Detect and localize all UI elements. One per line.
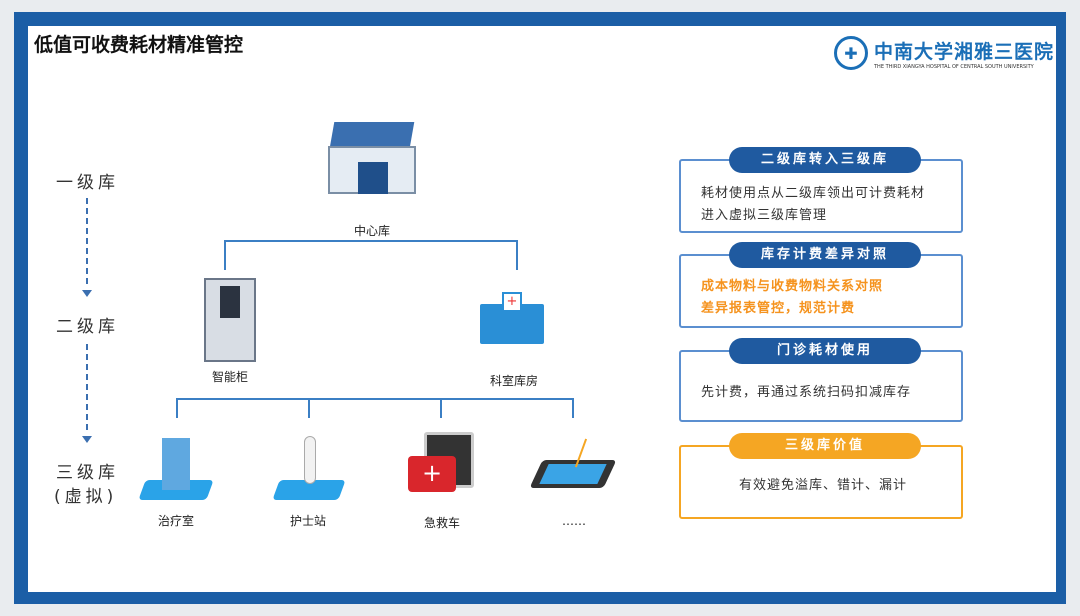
treatment-room-icon: [138, 436, 214, 502]
logo-en: THE THIRD XIANGYA HOSPITAL OF CENTRAL SO…: [874, 63, 1034, 70]
card-diff: 库存计费差异对照 成本物料与收费物料关系对照 差异报表管控，规范计费: [679, 242, 963, 328]
card-text: 有效避免溢库、错计、漏计: [739, 478, 908, 493]
card-title: 三级库价值: [729, 433, 921, 459]
tablet-chart-icon: [529, 436, 617, 496]
node-nurse: 护士站: [289, 514, 326, 528]
level-2: 二级库: [56, 317, 119, 337]
connector: [572, 398, 574, 418]
node-emergency: 急救车: [423, 516, 460, 530]
logo-cn: 中南大学湘雅三医院: [874, 40, 1055, 63]
nurse-station-icon: [272, 436, 346, 502]
connector: [176, 398, 574, 400]
arrow-down-icon: [82, 290, 92, 297]
level-1: 一级库: [56, 173, 119, 193]
card-title: 二级库转入三级库: [729, 147, 921, 173]
dash-line: [86, 344, 88, 430]
node-cabinet: 智能柜: [211, 370, 248, 384]
connector: [176, 398, 178, 418]
hospital-cross-icon: ✚: [834, 36, 868, 70]
card-text: 进入虚拟三级库管理: [701, 208, 828, 223]
node-dept: 科室库房: [489, 374, 538, 388]
card-text: 耗材使用点从二级库领出可计费耗材: [701, 186, 926, 201]
slide-title: 低值可收费耗材精准管控: [34, 34, 244, 56]
node-center: 中心库: [353, 224, 390, 238]
card-title: 门诊耗材使用: [729, 338, 921, 364]
card-title: 库存计费差异对照: [729, 242, 921, 268]
card-outpatient: 门诊耗材使用 先计费，再通过系统扫码扣减库存: [679, 338, 963, 422]
slide: 低值可收费耗材精准管控 ✚ 中南大学湘雅三医院 THE THIRD XIANGY…: [28, 26, 1056, 592]
connector: [440, 398, 442, 418]
node-treatment: 治疗室: [157, 514, 194, 528]
hospital-building-icon: +: [472, 288, 552, 346]
card-value: 三级库价值 有效避免溢库、错计、漏计: [679, 433, 963, 519]
connector: [308, 398, 310, 418]
hospital-logo: ✚ 中南大学湘雅三医院 THE THIRD XIANGYA HOSPITAL O…: [834, 36, 1054, 70]
card-text: 成本物料与收费物料关系对照: [701, 279, 884, 294]
warehouse-icon: [324, 118, 420, 198]
node-more: ……: [562, 514, 586, 528]
card-text: 先计费，再通过系统扫码扣减库存: [701, 385, 912, 400]
level-3: 三级库: [56, 463, 119, 483]
card-transfer: 二级库转入三级库 耗材使用点从二级库领出可计费耗材 进入虚拟三级库管理: [679, 147, 963, 233]
connector: [224, 240, 518, 242]
arrow-down-icon: [82, 436, 92, 443]
connector: [224, 240, 226, 270]
smart-cabinet-icon: [204, 278, 256, 362]
emergency-kit-icon: +: [404, 430, 478, 506]
dash-line: [86, 198, 88, 284]
level-3-virtual: (虚拟): [54, 487, 118, 507]
card-text: 差异报表管控，规范计费: [701, 301, 856, 316]
connector: [516, 240, 518, 270]
